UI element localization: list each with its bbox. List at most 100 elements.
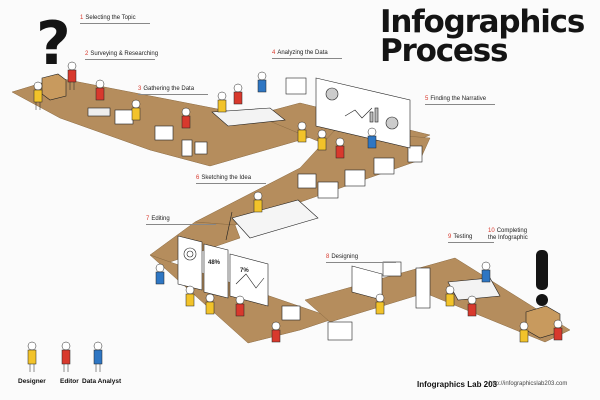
- tall-shelf: [415, 267, 431, 309]
- designing-area: [281, 261, 501, 341]
- desk-area-upper: [87, 77, 423, 163]
- person-editor: [335, 137, 345, 159]
- monitor: [344, 169, 366, 187]
- person-editor: [553, 319, 563, 341]
- monitor: [281, 305, 301, 321]
- person-designer: [185, 285, 195, 307]
- person-designer: [217, 91, 227, 113]
- person-editor: [271, 321, 281, 343]
- monitor: [114, 109, 134, 125]
- line-chart-icon: [344, 107, 373, 119]
- person-designer: [317, 129, 327, 151]
- step-text: Finding the Narrative: [430, 96, 487, 102]
- step-number: 7: [146, 216, 150, 222]
- person-editor: [235, 295, 245, 317]
- footer-brand: Infographics Lab 203: [417, 380, 498, 389]
- step-number: 9: [448, 234, 452, 240]
- person-editor: [67, 61, 77, 90]
- person-designer: [375, 293, 385, 315]
- step-number: 3: [138, 86, 142, 92]
- person-designer: [205, 293, 215, 315]
- analysis-table: [211, 107, 286, 127]
- bar-chart-icon: [369, 111, 374, 123]
- page-title: Infographics Process: [380, 4, 585, 69]
- editing-boards: [177, 235, 269, 307]
- monitor: [297, 173, 317, 189]
- monitor: [317, 181, 339, 199]
- footer-url[interactable]: http://infographicslab203.com: [489, 381, 568, 387]
- filing-cabinet: [407, 145, 423, 163]
- target-chart-icon: [186, 250, 194, 258]
- step-text-line-2: the Infographic: [488, 235, 528, 241]
- step-text: Testing: [453, 234, 473, 240]
- monitor: [382, 261, 402, 277]
- legend-editor-figure: [61, 341, 71, 372]
- desk-lamp: [225, 211, 233, 241]
- person-editor: [95, 79, 105, 101]
- person-editor: [467, 295, 477, 317]
- bar-chart-icon: [374, 107, 379, 123]
- legend-analyst-label: Data Analyst: [82, 378, 122, 385]
- line-chart-icon: [235, 273, 265, 289]
- step-text: Gathering the Data: [143, 86, 195, 92]
- step-text: Editing: [151, 216, 170, 222]
- step-text: Sketching the Idea: [201, 175, 252, 181]
- person-designer: [519, 321, 529, 343]
- person-analyst: [155, 263, 165, 285]
- person-designer: [297, 121, 307, 143]
- step-text: Completing: [496, 228, 528, 234]
- legend-designer-label: Designer: [18, 378, 46, 385]
- step-number: 5: [425, 96, 429, 102]
- step-number: 4: [272, 50, 276, 56]
- step-number: 10: [488, 228, 495, 234]
- readout-7: 7%: [240, 268, 249, 274]
- legend-figures: [27, 341, 103, 372]
- person-editor: [233, 83, 243, 105]
- monitor: [154, 125, 174, 141]
- question-mark-sign: ?: [36, 9, 71, 101]
- legend-designer-figure: [27, 341, 37, 372]
- step-text: Selecting the Topic: [85, 15, 136, 21]
- drawer-unit: [327, 321, 353, 341]
- narrative-board: [315, 77, 411, 149]
- person-designer: [445, 285, 455, 307]
- title-line-1: Infographics: [380, 4, 585, 40]
- person-analyst: [257, 71, 267, 93]
- person-analyst: [367, 127, 377, 149]
- person-designer: [33, 81, 43, 110]
- svg-text:?: ?: [36, 9, 71, 79]
- step-text: Surveying & Researching: [90, 51, 159, 57]
- step-number: 6: [196, 175, 200, 181]
- pie-chart-icon: [385, 116, 399, 130]
- document-stack: [181, 139, 193, 157]
- sketch-table: [231, 199, 319, 239]
- desk-area-middle: [225, 157, 395, 241]
- step-text: Analyzing the Data: [277, 50, 328, 56]
- step-text: Designing: [331, 254, 359, 260]
- step-number: 2: [85, 51, 89, 57]
- person-editor: [181, 107, 191, 129]
- exclamation-mark-sign: [525, 250, 561, 339]
- readout-48: 48%: [208, 260, 221, 266]
- pie-chart-icon: [325, 87, 339, 101]
- step-number: 8: [326, 254, 330, 260]
- person-designer: [131, 99, 141, 121]
- people: [33, 61, 563, 343]
- legend-analyst-figure: [93, 341, 103, 372]
- title-line-2: Process: [380, 33, 508, 69]
- monitor: [285, 77, 307, 95]
- document-stack: [194, 141, 208, 155]
- step-number: 1: [80, 15, 84, 21]
- desk: [87, 107, 111, 117]
